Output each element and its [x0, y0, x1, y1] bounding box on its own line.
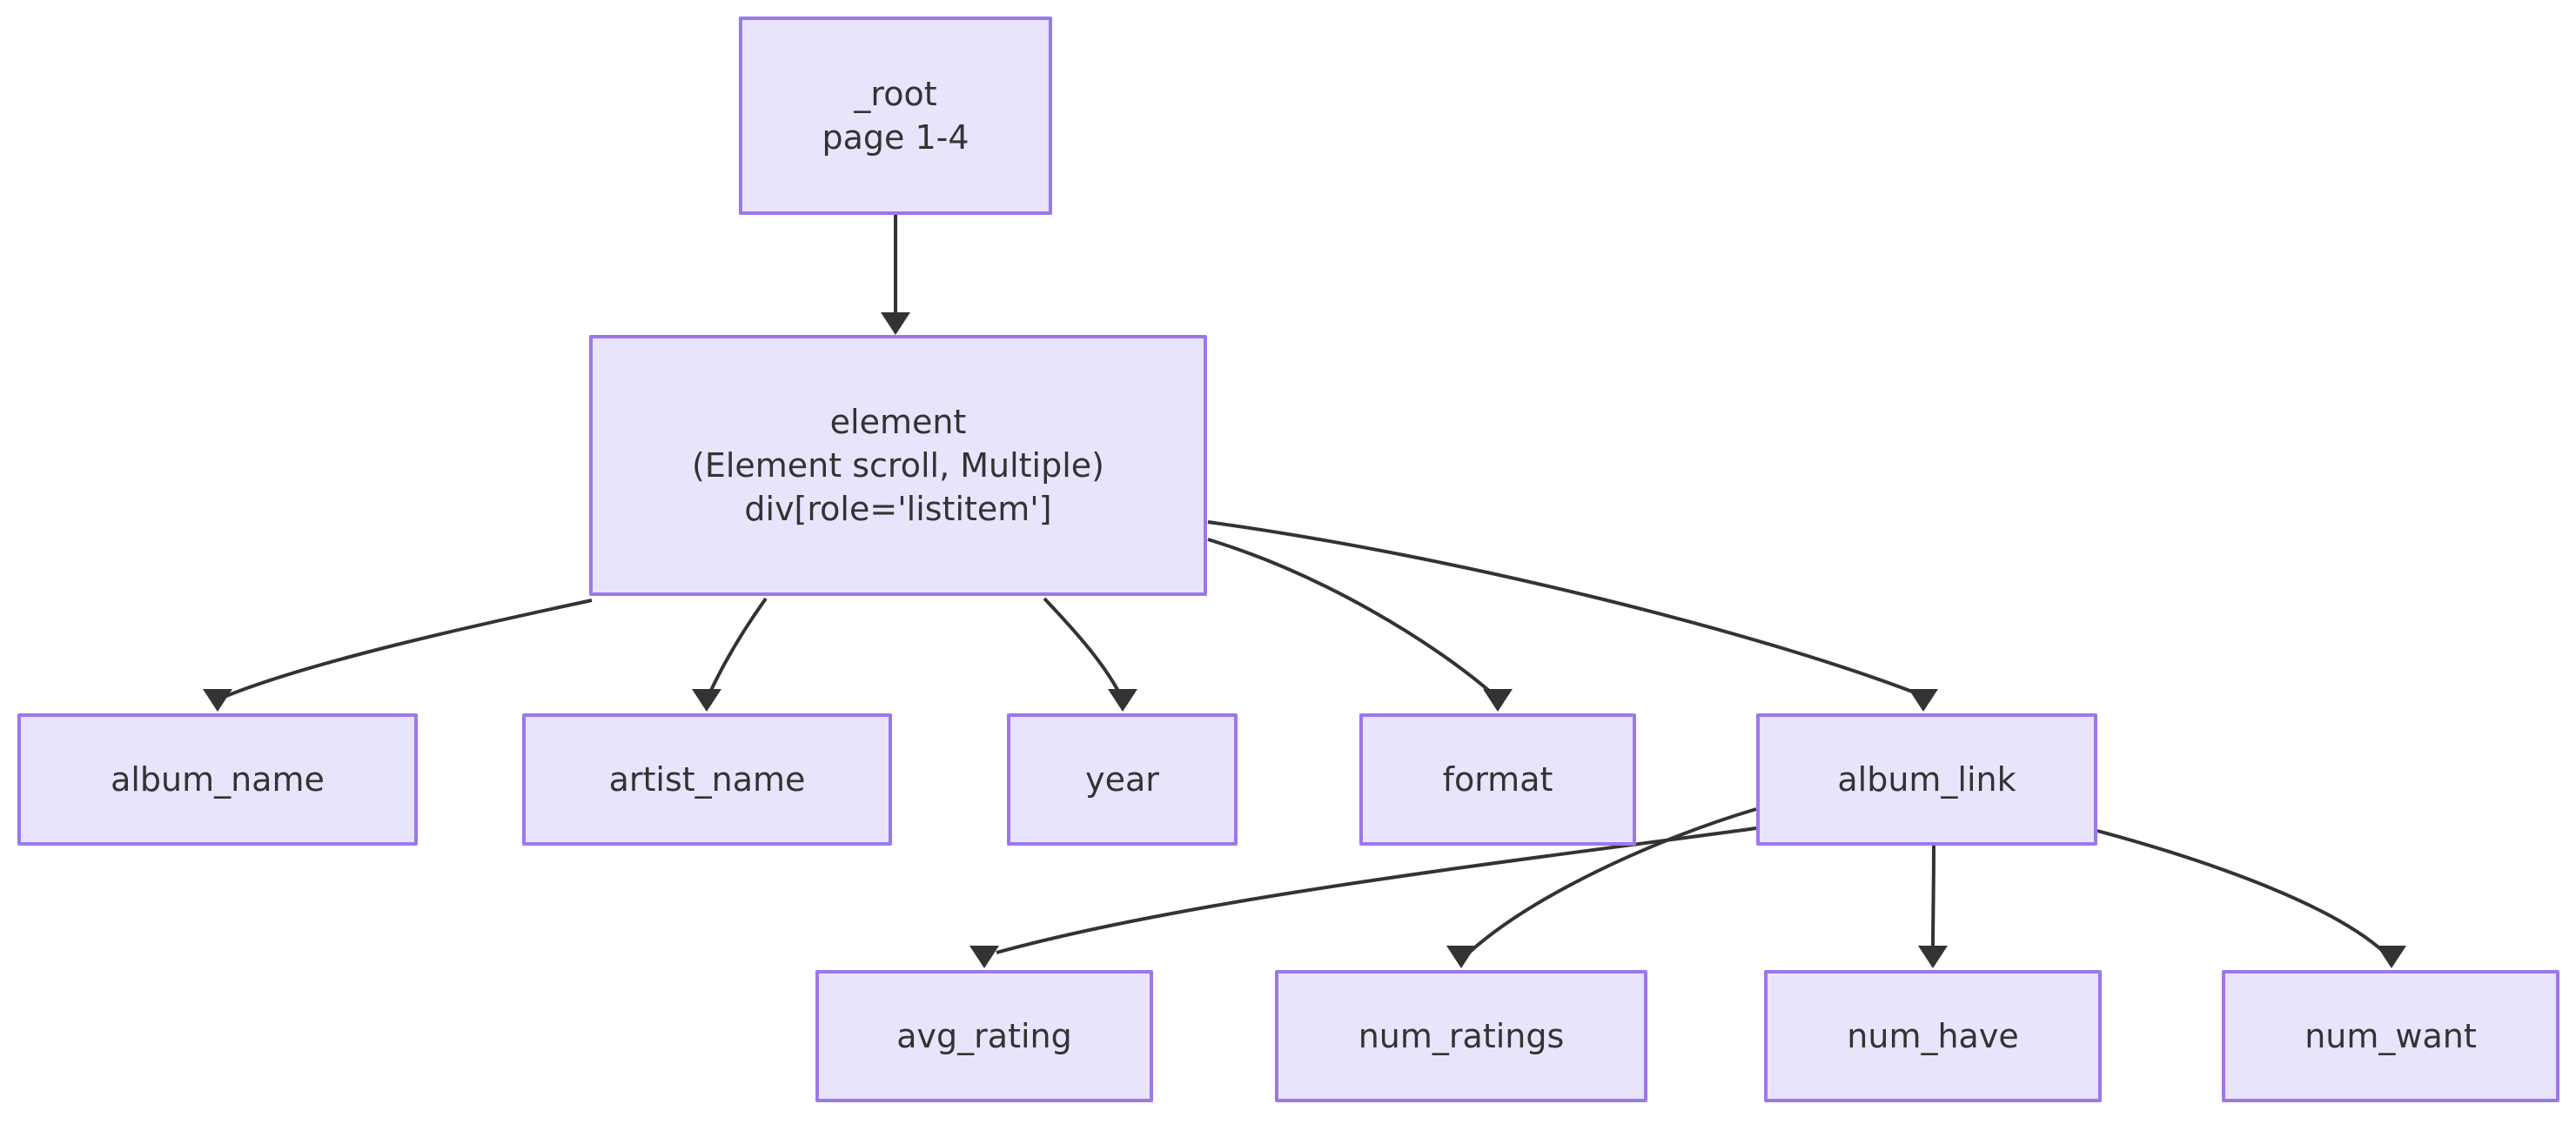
arrowhead-album_link-to-num_have	[1918, 946, 1948, 968]
node-format-label-line-1: format	[1442, 759, 1553, 799]
node-album_name[interactable]: album_name	[17, 713, 418, 846]
node-num_want[interactable]: num_want	[2222, 970, 2559, 1102]
node-avg_rating[interactable]: avg_rating	[815, 970, 1153, 1102]
edge-album_link-to-avg_rating	[996, 826, 1757, 954]
node-album_name-label-line-1: album_name	[111, 759, 325, 799]
node-num_want-label-line-1: num_want	[2304, 1016, 2477, 1055]
node-num_ratings[interactable]: num_ratings	[1275, 970, 1647, 1102]
node-artist_name[interactable]: artist_name	[522, 713, 892, 846]
edge-album_link-to-num_have	[1931, 845, 1935, 953]
node-album_link-label-line-1: album_link	[1837, 759, 2016, 799]
node-element-label-line-1: element	[829, 402, 967, 441]
node-album_link[interactable]: album_link	[1756, 713, 2097, 846]
edge-element-to-year	[1043, 597, 1123, 697]
node-element-label-line-3: div[role='listitem']	[744, 490, 1052, 529]
node-root-label-line-1: _root	[854, 74, 937, 113]
node-artist_name-label-line-1: artist_name	[608, 759, 806, 799]
edge-element-to-album_link	[1207, 520, 1920, 696]
node-year-label-line-1: year	[1085, 759, 1159, 799]
node-year[interactable]: year	[1007, 713, 1238, 846]
arrowhead-element-to-year	[1108, 689, 1137, 712]
node-element-label-line-2: (Element scroll, Multiple)	[692, 445, 1104, 485]
arrowhead-element-to-format	[1483, 689, 1513, 712]
edge-element-to-album_name	[225, 599, 593, 698]
arrowhead-album_link-to-num_ratings	[1446, 946, 1476, 968]
arrowhead-element-to-artist_name	[692, 689, 721, 712]
node-num_have-label-line-1: num_have	[1847, 1016, 2019, 1055]
arrowhead-album_link-to-avg_rating	[969, 946, 999, 968]
node-element[interactable]: element (Element scroll, Multiple) div[rol…	[589, 335, 1207, 596]
arrowhead-element-to-album_name	[203, 689, 232, 712]
node-root-label-line-2: page 1-4	[822, 118, 969, 157]
node-num_have[interactable]: num_have	[1764, 970, 2102, 1102]
node-avg_rating-label-line-1: avg_rating	[896, 1016, 1072, 1055]
node-format[interactable]: format	[1359, 713, 1636, 846]
edge-element-to-artist_name	[707, 597, 768, 697]
arrowhead-album_link-to-num_want	[2377, 946, 2406, 968]
arrowhead-element-to-album_link	[1909, 689, 1938, 712]
edge-element-to-format	[1207, 538, 1497, 698]
arrowhead-root-to-element	[881, 312, 910, 335]
edge-album_link-to-num_want	[2096, 829, 2386, 954]
node-num_ratings-label-line-1: num_ratings	[1358, 1016, 1565, 1055]
